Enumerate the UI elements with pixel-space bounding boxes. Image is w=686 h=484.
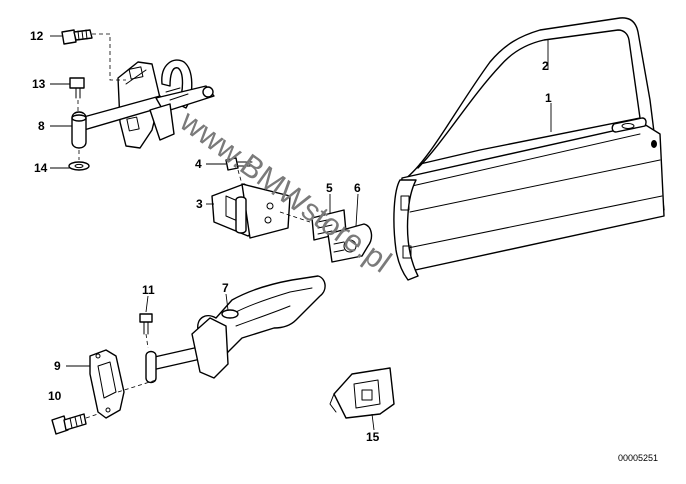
callout-3: 3 xyxy=(196,197,203,211)
bolt-10 xyxy=(51,413,99,435)
callout-5: 5 xyxy=(326,181,333,195)
leader-lines xyxy=(50,35,552,431)
striker-plate-15 xyxy=(329,367,395,419)
bolt-4 xyxy=(225,157,253,185)
screw-11 xyxy=(139,313,153,349)
hinge-bolt-12 xyxy=(61,29,126,81)
callout-4: 4 xyxy=(195,157,202,171)
callout-8: 8 xyxy=(38,119,45,133)
washer-14 xyxy=(68,150,90,171)
document-number: 00005251 xyxy=(618,453,658,463)
callout-12: 12 xyxy=(30,29,44,43)
callout-labels: 1 2 3 4 5 6 7 8 9 10 11 12 13 14 15 xyxy=(30,29,552,444)
door-panel xyxy=(393,17,665,281)
callout-13: 13 xyxy=(32,77,46,91)
lower-hinge-plate-3 xyxy=(211,183,311,239)
hinge-screw-13 xyxy=(69,77,85,112)
callout-1: 1 xyxy=(545,91,552,105)
callout-2: 2 xyxy=(542,59,549,73)
callout-15: 15 xyxy=(366,430,380,444)
callout-7: 7 xyxy=(222,281,229,295)
watermark: www.BMWstore.pl xyxy=(173,103,398,280)
shim-6 xyxy=(327,223,373,263)
gasket-9 xyxy=(89,349,157,419)
upper-hinge-assembly xyxy=(71,59,215,149)
door-check-strap-7 xyxy=(145,275,326,384)
callout-6: 6 xyxy=(354,181,361,195)
callout-11: 11 xyxy=(142,283,155,297)
callout-10: 10 xyxy=(48,389,62,403)
callout-9: 9 xyxy=(54,359,61,373)
callout-14: 14 xyxy=(34,161,48,175)
